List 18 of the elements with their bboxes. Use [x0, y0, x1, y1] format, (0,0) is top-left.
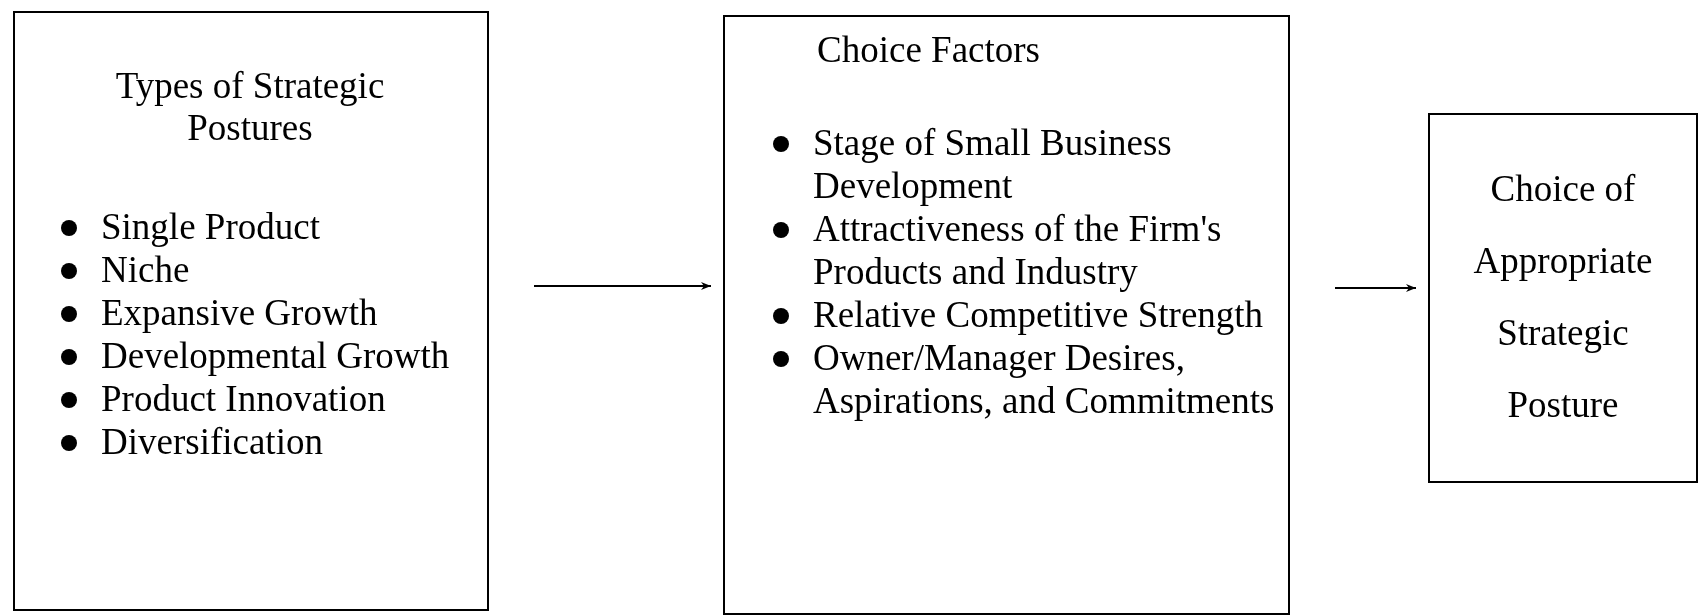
box-heading: Choice of Appropriate Strategic Posture	[1472, 167, 1654, 427]
list-item: Product Innovation	[101, 377, 386, 420]
box-heading: Choice Factors	[817, 29, 1041, 71]
arrow	[1334, 284, 1417, 292]
arrow	[533, 282, 712, 290]
list-item: Niche	[101, 248, 190, 291]
list-item: Single Product	[101, 205, 320, 248]
list-item: Developmental Growth	[101, 334, 450, 377]
list-item: Diversification	[101, 420, 323, 463]
list-item: Relative Competitive Strength	[813, 293, 1264, 336]
text-box	[1428, 113, 1698, 483]
list-item: Attractiveness of the Firm's Products and Industry	[813, 207, 1223, 293]
text-box	[13, 11, 489, 611]
text-box	[723, 15, 1290, 615]
box-heading: Types of Strategic Postures	[114, 65, 386, 149]
list-item: Expansive Growth	[101, 291, 378, 334]
list-item: Owner/Manager Desires, Aspirations, and Commitments	[813, 336, 1276, 422]
list-item: Stage of Small Business Development	[813, 121, 1173, 207]
